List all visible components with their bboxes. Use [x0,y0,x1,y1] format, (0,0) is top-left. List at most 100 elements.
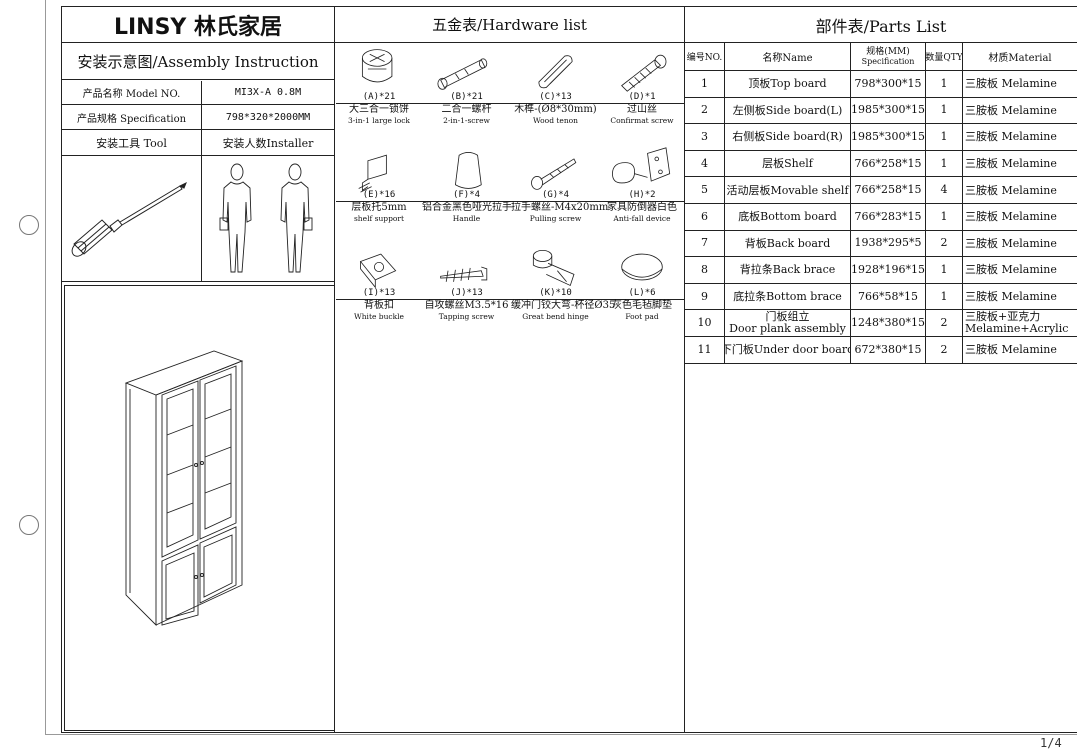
hardware-code: (L)*6 [628,288,656,298]
hardware-name-cn: 层板托5mm [336,201,422,213]
parts-cell-name: 背拉条Back brace [725,256,851,283]
parts-panel [684,6,1077,733]
spec-value: 798*320*2000MM [202,105,334,130]
parts-cell-qty: 1 [926,203,963,230]
hardware-code: (C)*13 [539,92,572,102]
hardware-code: (D)*1 [628,92,656,102]
shelf-support-icon [358,154,387,193]
parts-cell-no: 11 [685,336,725,363]
hardware-name-cn: 家具防倒器白色 [600,201,684,213]
hardware-name-en: shelf support [353,214,405,223]
parts-cell-name-line1: 门板组立 [765,309,810,323]
foot-pad-icon [621,253,663,281]
hardware-code: (B)*21 [450,92,483,102]
hardware-name-cn: 大三合一锁饼 [336,103,422,115]
hardware-name-en: Handle [452,214,481,223]
parts-cell-qty: 1 [926,96,963,124]
anti-fall-icon [612,147,671,184]
parts-cell-name: 背板Back board [725,229,851,257]
parts-cell-spec: 798*300*15 [851,70,926,97]
parts-cell-name: 下门板Under door board [725,336,851,363]
hardware-code: (F)*4 [452,190,481,200]
parts-cell-no: 9 [685,282,725,310]
dowel-icon [538,55,573,89]
hardware-name-en: White buckle [354,312,404,321]
hardware-name-cn: 缓冲门铰大弯-杯径Ø35 [511,299,616,311]
parts-cell-material: 三胺板 Melamine [965,263,1057,277]
parts-cell-material: 三胺板 Melamine [965,183,1057,197]
parts-cell-material: 三胺板 Melamine [965,130,1057,144]
parts-cell-qty: 1 [926,256,963,283]
parts-cell-qty: 2 [926,229,963,257]
hardware-name-cn: 过山丝 [600,103,684,115]
parts-cell-qty: 1 [926,123,963,150]
hardware-name-en: Great bend hinge [522,312,589,321]
parts-cell-spec: 1985*300*15 [851,96,926,124]
cam-lock-icon [361,49,393,83]
model-value: MI3X-A 0.8M [202,81,334,105]
header-material: 材质Material [988,53,1052,64]
header-name: 名称Name [725,43,851,70]
hardware-name-cn: 二合一螺杆 [422,103,511,115]
parts-cell-no: 1 [685,70,725,97]
margin-line [45,0,46,735]
parts-cell-material: 三胺板 Melamine [965,290,1057,304]
tool-cell [62,156,202,282]
assembly-title: 安装示意图/Assembly Instruction [62,43,334,80]
parts-cell-no: 2 [685,96,725,124]
parts-cell-qty: 4 [926,176,963,203]
hardware-code: (I)*13 [362,288,396,298]
hardware-name-cn: 背板扣 [336,299,422,311]
hardware-name-cn: 灰色毛毡脚垫 [600,299,684,311]
hardware-name-en: Wood tenon [532,116,579,125]
parts-cell-material-line1: 三胺板+亚克力 [965,309,1041,323]
hardware-name-en: Pulling screw [529,214,582,223]
parts-cell-spec: 766*258*15 [851,149,926,177]
tapping-screw-icon [440,266,488,282]
parts-cell-name: 左侧板Side board(L) [725,96,851,124]
parts-cell-no: 4 [685,149,725,177]
handle-icon [454,152,482,189]
brand-logo: LINSY 林氏家居 [62,7,334,43]
hardware-name-cn: 铝合金黑色哑光拉手 [422,201,512,213]
parts-cell-no: 6 [685,203,725,230]
parts-cell-name: 活动层板Movable shelf [725,176,851,203]
parts-cell-name: 底拉条Bottom brace [725,282,851,310]
parts-cell-qty: 1 [926,149,963,177]
parts-cell-material: 三胺板 Melamine [965,343,1057,357]
bolt-icon [437,58,488,90]
hardware-name-en: 3-in-1 large lock [348,116,410,125]
hardware-code: (J)*13 [450,288,483,298]
parts-title: 部件表/Parts List [685,7,1077,43]
hardware-name-cn: 木榫-(Ø8*30mm) [511,103,600,115]
parts-cell-qty: 1 [926,70,963,97]
parts-cell-no: 7 [685,229,725,257]
parts-cell-spec: 1985*300*15 [851,123,926,150]
pulling-screw-icon [531,158,577,190]
parts-cell-material: 三胺板 Melamine [965,77,1057,91]
hardware-code: (K)*10 [539,288,572,298]
parts-cell-name-line2: Door plank assembly [729,321,846,335]
model-label: 产品名称 Model NO. [62,81,202,105]
hardware-name-en: Anti-fall device [613,214,671,223]
hardware-code: (E)*16 [362,190,396,200]
parts-cell-no: 10 [685,309,725,336]
parts-cell-material: 三胺板 Melamine [965,157,1057,171]
page-number: 1/4 [1040,736,1062,750]
